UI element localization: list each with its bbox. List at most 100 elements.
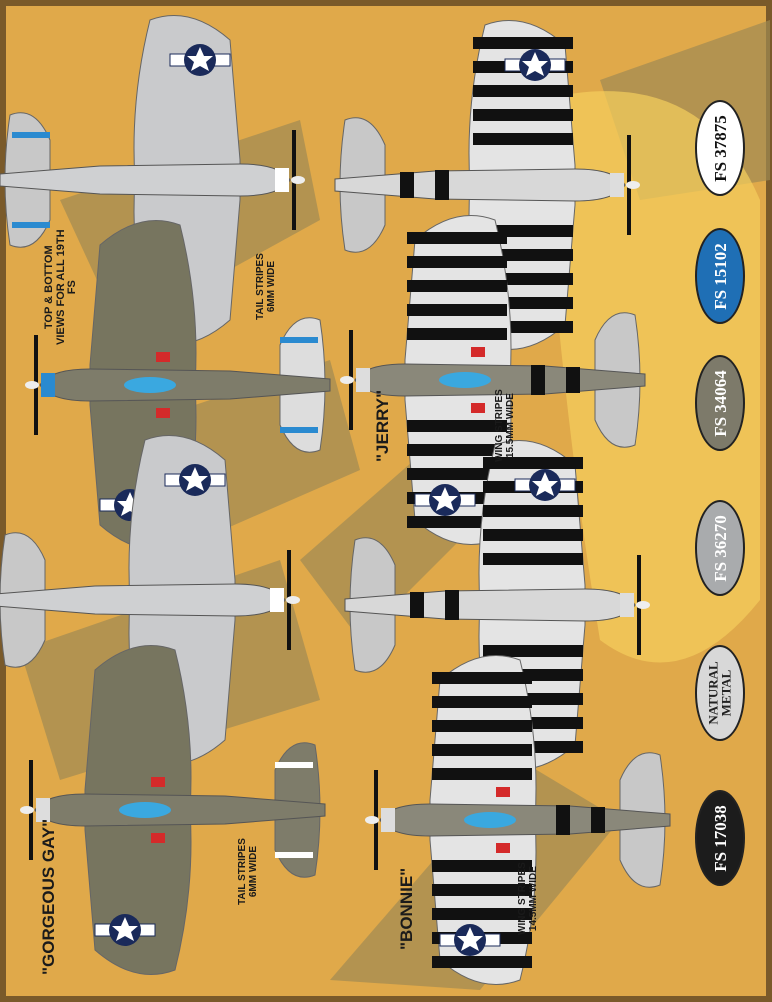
color-chip-label: NATURAL METAL xyxy=(706,661,735,725)
fuselage xyxy=(0,163,291,197)
invasion-stripe xyxy=(407,232,507,244)
spinner xyxy=(626,181,640,189)
cowling xyxy=(356,368,370,392)
fuselage-stripe xyxy=(435,170,449,200)
invasion-stripe xyxy=(473,109,573,121)
label-top-bottom-views: TOP & BOTTOM VIEWS FOR ALL 19TH FS xyxy=(43,229,79,345)
aircraft xyxy=(365,655,671,985)
red-marking xyxy=(156,408,170,418)
color-chip-label: FS 17038 xyxy=(710,804,730,872)
color-chip: FS 36270 xyxy=(695,500,745,596)
canopy xyxy=(119,802,171,818)
fuselage-stripe xyxy=(445,590,459,620)
cowling xyxy=(620,593,634,617)
invasion-stripe xyxy=(483,457,583,469)
color-chip-label: FS 36270 xyxy=(710,514,730,582)
tail-stripe xyxy=(275,852,313,858)
color-chip-label: FS 15102 xyxy=(710,242,730,310)
fuselage-stripe xyxy=(556,805,570,835)
tail-stripe xyxy=(280,427,318,433)
red-marking xyxy=(471,403,485,413)
insignia-star xyxy=(532,472,558,496)
color-chip-label: FS 34064 xyxy=(710,369,730,437)
label-gorgeous-gay: "GORGEOUS GAY" xyxy=(39,818,58,975)
insignia-star xyxy=(112,917,138,941)
invasion-stripe xyxy=(407,328,507,340)
canopy xyxy=(464,812,516,828)
label-tail-stripes-1: TAIL STRIPES 6MM WIDE xyxy=(237,838,259,905)
invasion-stripe xyxy=(407,304,507,316)
insignia-star xyxy=(457,927,483,951)
tail-stripe xyxy=(12,222,50,228)
insignia-star xyxy=(432,487,458,511)
color-chip: FS 15102 xyxy=(695,228,745,324)
invasion-stripe xyxy=(432,884,532,896)
invasion-stripe xyxy=(473,85,573,97)
red-marking xyxy=(496,843,510,853)
invasion-stripe xyxy=(432,744,532,756)
invasion-stripe xyxy=(407,256,507,268)
cowling xyxy=(270,588,284,612)
cowling xyxy=(36,798,50,822)
fuselage-stripe xyxy=(400,172,414,198)
invasion-stripe xyxy=(432,860,532,872)
color-chip: FS 34064 xyxy=(695,355,745,451)
fuselage-stripe xyxy=(566,367,580,393)
cowling xyxy=(41,373,55,397)
invasion-stripe xyxy=(407,280,507,292)
red-marking xyxy=(471,347,485,357)
fuselage-stripe xyxy=(591,807,605,833)
invasion-stripe xyxy=(407,420,507,432)
invasion-stripe xyxy=(483,529,583,541)
tail-stripe xyxy=(12,132,50,138)
invasion-stripe xyxy=(473,37,573,49)
invasion-stripe xyxy=(432,768,532,780)
spinner xyxy=(25,381,39,389)
color-chip: NATURAL METAL xyxy=(695,645,745,741)
cowling xyxy=(381,808,395,832)
invasion-stripe xyxy=(432,956,532,968)
red-marking xyxy=(151,833,165,843)
insignia-star xyxy=(522,52,548,76)
insignia-star xyxy=(182,467,208,491)
invasion-stripe xyxy=(483,645,583,657)
label-tail-stripes-2: TAIL STRIPES 6MM WIDE xyxy=(255,253,277,320)
spinner xyxy=(340,376,354,384)
invasion-stripe xyxy=(432,696,532,708)
invasion-stripe xyxy=(473,133,573,145)
spinner xyxy=(20,806,34,814)
invasion-stripe xyxy=(432,908,532,920)
cowling xyxy=(275,168,289,192)
aircraft xyxy=(20,645,326,975)
tail-stripe xyxy=(280,337,318,343)
color-chip: FS 37875 xyxy=(695,100,745,196)
insignia-star xyxy=(187,47,213,71)
spinner xyxy=(291,176,305,184)
red-marking xyxy=(496,787,510,797)
spinner xyxy=(286,596,300,604)
label-bonnie: "BONNIE" xyxy=(397,867,416,950)
label-jerry: "JERRY" xyxy=(373,389,392,462)
fuselage-stripe xyxy=(410,592,424,618)
color-chip: FS 17038 xyxy=(695,790,745,886)
label-wing-stripes-jerry: WING STRIPES 15.5MM WIDE xyxy=(494,389,516,462)
spinner xyxy=(636,601,650,609)
color-chip-label: FS 37875 xyxy=(710,114,730,182)
invasion-stripe xyxy=(432,672,532,684)
fuselage xyxy=(0,583,286,617)
red-marking xyxy=(156,352,170,362)
fuselage xyxy=(39,368,331,402)
invasion-stripe xyxy=(483,505,583,517)
label-wing-stripes-bonnie: WING STRIPES 14.5MM WIDE xyxy=(517,862,539,935)
tail-stripe xyxy=(275,762,313,768)
cowling xyxy=(610,173,624,197)
invasion-stripe xyxy=(407,468,507,480)
canopy xyxy=(439,372,491,388)
canopy xyxy=(124,377,176,393)
invasion-stripe xyxy=(432,720,532,732)
fuselage xyxy=(34,793,326,827)
fuselage-stripe xyxy=(531,365,545,395)
red-marking xyxy=(151,777,165,787)
